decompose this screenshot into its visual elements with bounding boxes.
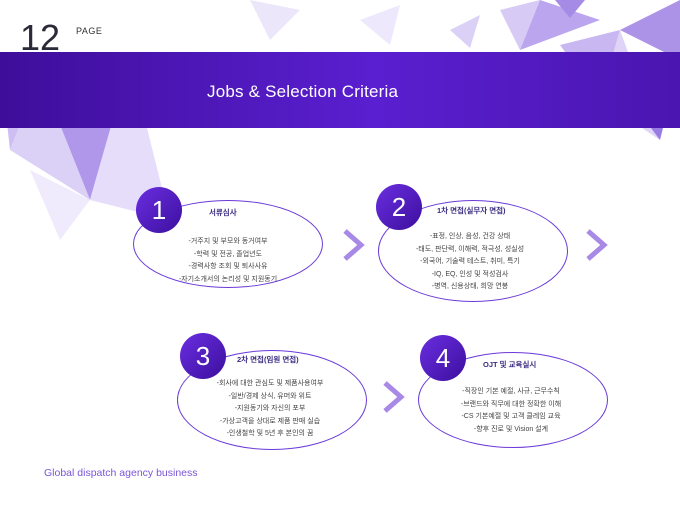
step-title-2: 1차 면접(실무자 면접) <box>437 206 506 215</box>
list-item: -태도, 판단력, 이해력, 적극성, 성실성 <box>415 245 525 253</box>
step-title-4: OJT 및 교육실시 <box>483 360 537 369</box>
list-item: -외국어, 기술력 테스트, 취미, 특기 <box>420 258 520 265</box>
page-label: PAGE <box>76 26 103 36</box>
chevron-right-icon <box>586 229 608 261</box>
list-item: -CS 기본예절 및 고객 클레임 교육 <box>461 413 561 420</box>
step-number-badge-4: 4 <box>420 335 466 381</box>
page-number: 12 <box>20 17 61 58</box>
page-title: Jobs & Selection Criteria <box>207 82 399 101</box>
list-item: -병역, 신용상태, 희망 연봉 <box>431 283 509 290</box>
list-item: -향후 진로 및 Vision 설계 <box>473 425 549 433</box>
step-number-badge-2: 2 <box>376 184 422 230</box>
step-items-1: -거주지 및 부모와 동거여부 -학력 및 전공, 졸업년도 -경력사항 조회 … <box>143 236 313 286</box>
list-item: -학력 및 전공, 졸업년도 <box>193 250 263 258</box>
list-item: -회사에 대한 관심도 및 제품사용여부 <box>216 380 324 387</box>
title-band <box>0 52 680 128</box>
list-item: -브랜드와 직무에 대한 정확한 이해 <box>460 400 562 408</box>
step-title-1: 서류심사 <box>209 208 237 217</box>
list-item: -거주지 및 부모와 동거여부 <box>188 238 268 245</box>
list-item: -지원동기와 자신의 포부 <box>234 405 306 412</box>
footer-text: Global dispatch agency business <box>44 467 198 479</box>
list-item: -IQ, EQ, 인성 및 적성검사 <box>431 270 509 278</box>
chevron-right-icon <box>383 381 405 413</box>
list-item: -자기소개서의 논리성 및 지원동기 <box>178 275 278 283</box>
list-item: -직장인 기본 예절, 사규, 근무수칙 <box>462 388 560 395</box>
chevron-right-icon <box>343 229 365 261</box>
list-item: -가상고객을 상대로 제품 판매 실습 <box>219 417 321 425</box>
step-title-3: 2차 면접(임원 면접) <box>237 355 299 364</box>
step-items-3: -회사에 대한 관심도 및 제품사용여부 -일반/경제 상식, 유머와 위트 -… <box>184 378 356 441</box>
list-item: -인생철학 및 5년 후 본인의 꿈 <box>226 430 314 437</box>
step-items-4: -직장인 기본 예절, 사규, 근무수칙 -브랜드와 직무에 대한 정확한 이해… <box>425 386 597 436</box>
step-number-badge-3: 3 <box>180 333 226 379</box>
step-number-badge-1: 1 <box>136 187 182 233</box>
list-item: -표정, 인상, 음성, 건강 상태 <box>429 233 511 240</box>
list-item: -일반/경제 상식, 유머와 위트 <box>228 392 312 400</box>
step-items-2: -표정, 인상, 음성, 건강 상태 -태도, 판단력, 이해력, 적극성, 성… <box>385 231 555 294</box>
list-item: -경력사항 조회 및 퇴사사유 <box>188 263 268 270</box>
